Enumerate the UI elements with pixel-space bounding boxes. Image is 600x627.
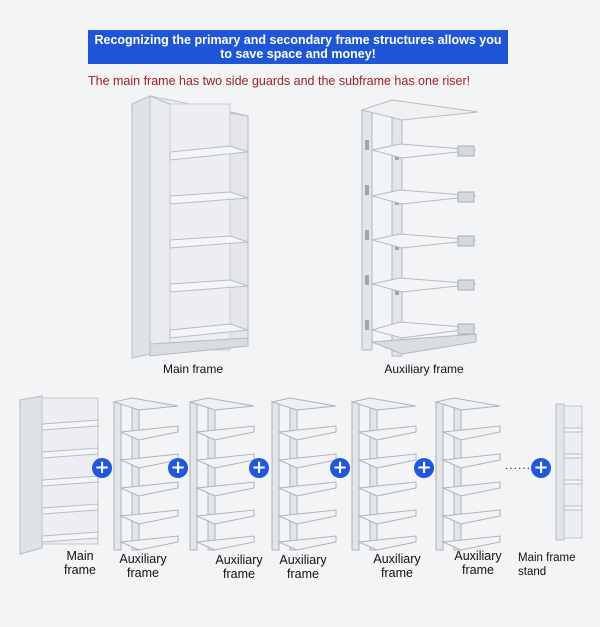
subtitle: The main frame has two side guards and t… <box>88 74 471 88</box>
caption-line: Main frame <box>518 552 576 564</box>
bottom-caption-aux-3: Auxiliary frame <box>268 553 338 581</box>
plus-icon: + <box>249 458 269 478</box>
caption-line: Auxiliary <box>119 552 167 566</box>
caption-line: Main <box>66 549 94 563</box>
caption-line: frame <box>381 566 413 580</box>
plus-icon: + <box>531 458 551 478</box>
caption-line: Auxiliary <box>454 549 502 563</box>
bottom-caption-stand: Main frame stand <box>518 551 598 579</box>
caption-line: stand <box>518 566 547 578</box>
caption-line: frame <box>64 563 96 577</box>
header-banner: Recognizing the primary and secondary fr… <box>88 30 508 64</box>
caption-line: frame <box>462 563 494 577</box>
small-main-frame <box>19 395 99 555</box>
continuation-dots: ...... <box>505 458 532 472</box>
plus-icon: + <box>330 458 350 478</box>
bottom-caption-aux-5: Auxiliary frame <box>443 549 513 577</box>
plus-icon: + <box>168 458 188 478</box>
auxiliary-frame-caption: Auxiliary frame <box>384 362 464 376</box>
banner-line-2: to save space and money! <box>220 47 376 61</box>
main-frame-caption: Main frame <box>162 362 224 376</box>
banner-line-1: Recognizing the primary and secondary fr… <box>94 33 502 47</box>
plus-icon: + <box>414 458 434 478</box>
bottom-caption-main: Main frame <box>52 549 108 577</box>
caption-line: Auxiliary <box>373 552 421 566</box>
plus-icon: + <box>92 458 112 478</box>
caption-line: frame <box>127 566 159 580</box>
caption-line: frame <box>287 567 319 581</box>
caption-line: Auxiliary <box>215 553 263 567</box>
bottom-caption-aux-1: Auxiliary frame <box>108 552 178 580</box>
bottom-caption-aux-2: Auxiliary frame <box>204 553 274 581</box>
bottom-caption-aux-4: Auxiliary frame <box>362 552 432 580</box>
small-stand-frame <box>555 403 583 541</box>
caption-line: Auxiliary <box>279 553 327 567</box>
caption-line: frame <box>223 567 255 581</box>
